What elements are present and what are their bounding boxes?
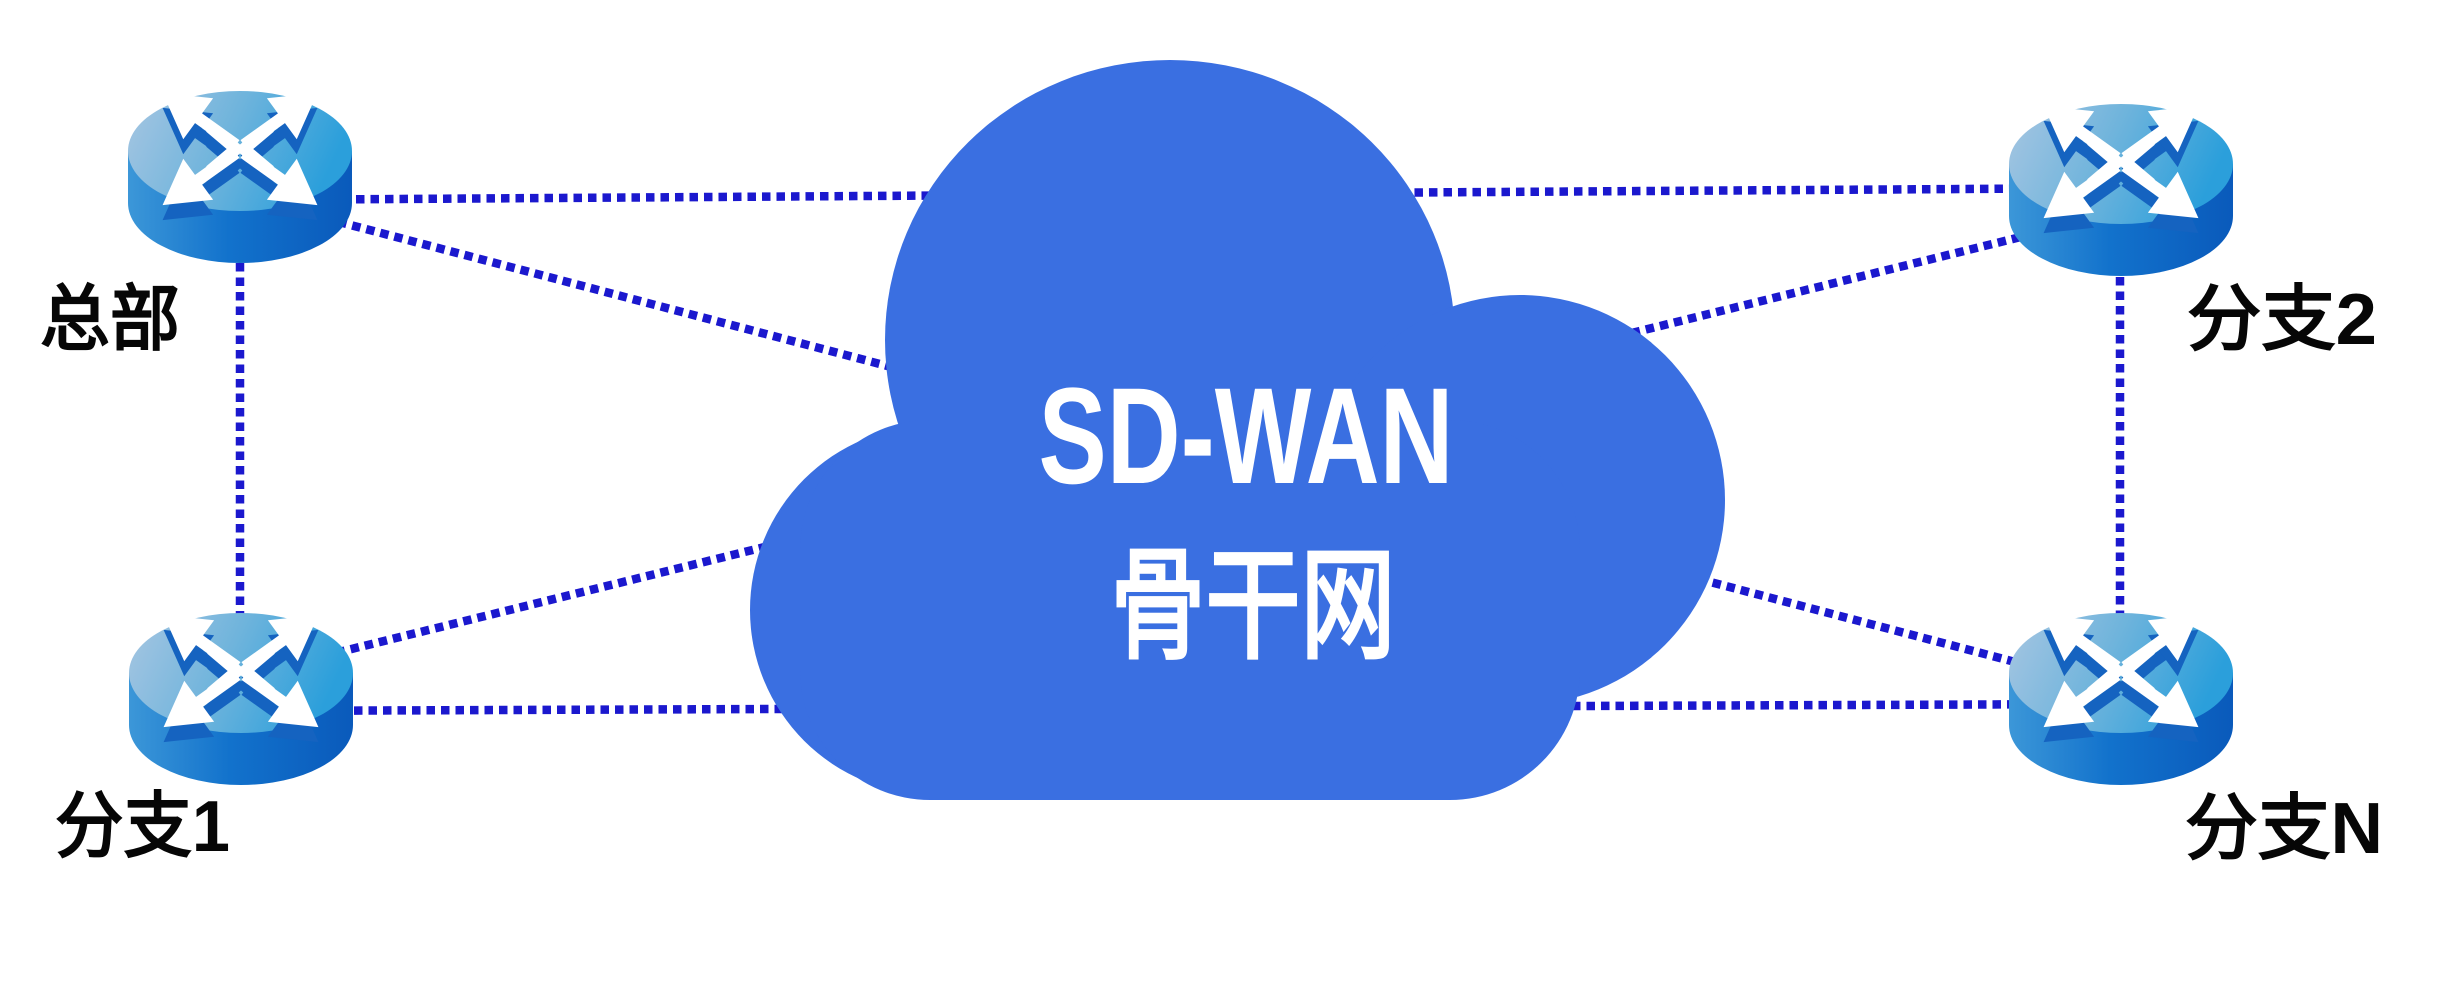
node-label-branch2: 分支2 <box>2187 280 2377 360</box>
node-label-hq: 总部 <box>40 280 180 360</box>
router-branchN-icon <box>2009 610 2233 785</box>
router-hq-icon <box>128 88 352 263</box>
cloud-body <box>800 420 1580 800</box>
link-branch1-branchN <box>237 699 2119 716</box>
cloud-title-line2: 骨干网 <box>1111 538 1396 674</box>
node-label-branch1: 分支1 <box>55 787 230 867</box>
mesh-links <box>235 176 2125 716</box>
router-branch2-icon <box>2009 101 2233 276</box>
link-hq-branchN <box>238 191 2120 694</box>
node-label-branchN: 分支N <box>2185 789 2383 869</box>
cloud-title-line1: SD-WAN <box>1039 360 1454 513</box>
sdwan-cloud: SD-WAN 骨干网 <box>750 60 1725 800</box>
router-branch1-icon <box>129 610 353 785</box>
link-branch1-branch2 <box>236 208 2120 682</box>
